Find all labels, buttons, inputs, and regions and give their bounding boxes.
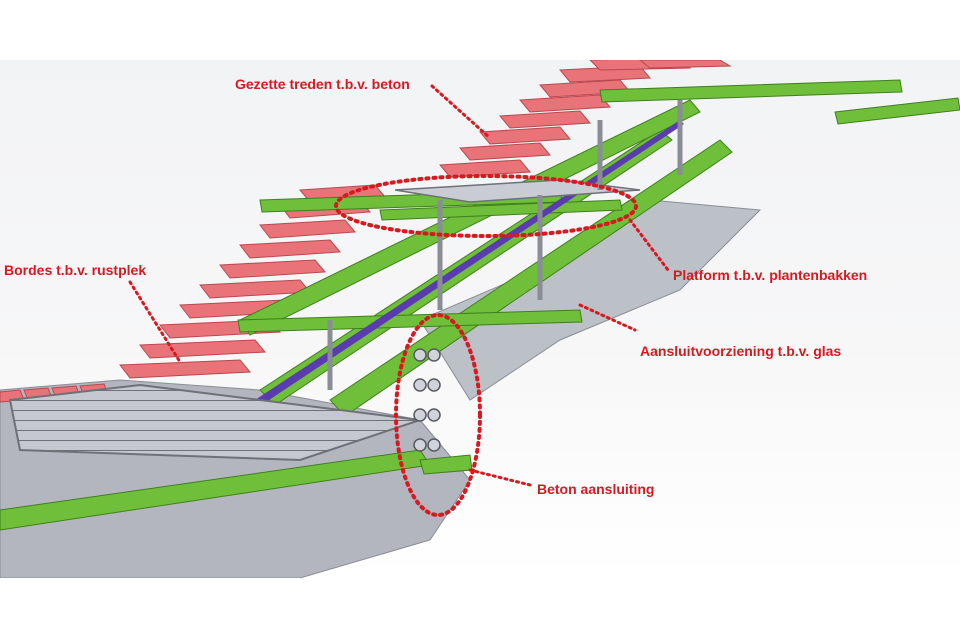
model-viewport: Gezette treden t.b.v. beton Bordes t.b.v… bbox=[0, 60, 960, 578]
label-platform: Platform t.b.v. plantenbakken bbox=[673, 267, 868, 283]
upper-platform bbox=[394, 179, 641, 203]
label-treads: Gezette treden t.b.v. beton bbox=[235, 76, 410, 92]
callout-leaders bbox=[128, 84, 670, 487]
staircase-3d-model bbox=[0, 60, 960, 578]
callout-ellipses bbox=[334, 174, 638, 517]
label-concrete: Beton aansluiting bbox=[537, 481, 655, 497]
landing-grating bbox=[8, 383, 421, 462]
label-landing: Bordes t.b.v. rustplek bbox=[4, 262, 147, 278]
steel-posts bbox=[327, 100, 683, 390]
anchor-bolts bbox=[413, 348, 441, 452]
label-glass: Aansluitvoorziening t.b.v. glas bbox=[640, 343, 842, 359]
